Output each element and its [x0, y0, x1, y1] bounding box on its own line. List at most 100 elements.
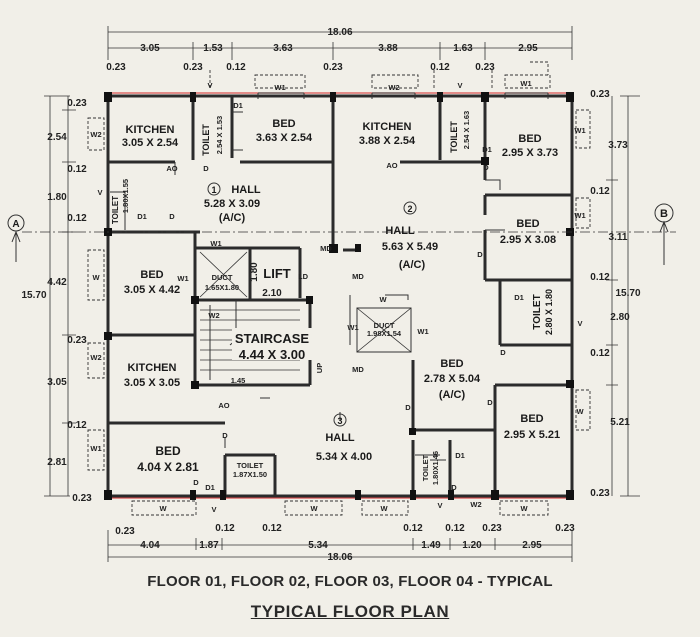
plan-title: TYPICAL FLOOR PLAN: [250, 602, 450, 621]
left-dim: 0.12: [67, 164, 87, 175]
door-mark: D: [169, 212, 175, 221]
hall-number: 1: [211, 185, 216, 195]
bottom-wall: 0.12: [262, 523, 282, 534]
window-mark: W2: [470, 500, 481, 509]
door-mark: D: [500, 348, 506, 357]
room-size: 1.98X1.54: [367, 329, 402, 338]
door-mark: D: [222, 431, 228, 440]
left-dim: 0.23: [72, 493, 92, 504]
left-dim: 2.54: [47, 132, 67, 143]
window-mark: W2: [90, 353, 101, 362]
top-dim: 3.88: [378, 43, 398, 54]
room-size: 3.63 X 2.54: [256, 132, 313, 144]
ao-mark: AO: [166, 164, 177, 173]
room-note: (A/C): [219, 212, 246, 224]
window-mark: W1: [417, 327, 428, 336]
right-dim: 0.23: [590, 89, 610, 100]
bottom-dim: 1.87: [199, 540, 219, 551]
md-mark: MD: [320, 244, 332, 253]
window-mark: W1: [177, 274, 188, 283]
right-dim: 5.21: [610, 417, 630, 428]
bottom-dim: 1.20: [462, 540, 482, 551]
window-mark: W2: [90, 130, 101, 139]
room-name: BED: [516, 218, 539, 230]
left-dim: 0.23: [67, 98, 87, 109]
top-dim: 1.63: [453, 43, 473, 54]
room-name: DUCT: [374, 321, 395, 330]
room-size: 5.28 X 3.09: [204, 198, 260, 210]
window-mark: W: [380, 504, 388, 513]
window-mark: W1: [90, 444, 101, 453]
room-size: 1.87X1.50: [233, 470, 267, 479]
window-mark: W1: [210, 239, 221, 248]
ao-mark: AO: [386, 161, 397, 170]
window-mark: W1: [574, 211, 585, 220]
bottom-wall: 0.12: [215, 523, 235, 534]
room-size: 2.10: [262, 288, 282, 299]
room-name: BED: [155, 444, 181, 458]
room-name: HALL: [385, 225, 415, 237]
bottom-dim: 1.49: [421, 540, 441, 551]
vent-mark: V: [457, 81, 462, 90]
room-name: HALL: [325, 432, 355, 444]
top-wall: 0.12: [226, 62, 246, 73]
room-name: TOILET: [421, 454, 430, 481]
door-mark: D1: [205, 483, 215, 492]
ld-mark: LD: [298, 272, 309, 281]
window-mark: W1: [347, 323, 358, 332]
right-dim: 3.11: [609, 232, 628, 243]
room-size: 4.04 X 2.81: [137, 460, 199, 474]
vent-mark: V: [97, 188, 102, 197]
room-name: HALL: [231, 184, 261, 196]
hall-number: 3: [337, 416, 342, 426]
window-mark: W: [379, 295, 387, 304]
door-mark: D1: [455, 451, 465, 460]
door-mark: D1: [233, 101, 243, 110]
room-name: STAIRCASE: [235, 331, 309, 346]
room-name: KITCHEN: [363, 121, 412, 133]
window-mark: W: [159, 504, 167, 513]
overall-depth-right: 15.70: [615, 288, 640, 299]
top-wall: 0.23: [183, 62, 203, 73]
right-dim: 2.80: [610, 312, 630, 323]
room-name: BED: [440, 358, 463, 370]
door-mark: D1: [514, 293, 524, 302]
opening-marks: W1 W2 W1 V V W2 W1 W1 W W2 W1 W W W W W …: [90, 79, 585, 514]
top-wall: 0.12: [430, 62, 450, 73]
room-size: 1.65X1.80: [205, 283, 239, 292]
bottom-dim: 2.95: [522, 540, 542, 551]
room-size: 2.95 X 3.08: [500, 234, 556, 246]
section-marker-a: A: [12, 219, 19, 230]
bottom-dim: 4.04: [140, 540, 160, 551]
window-mark: W: [576, 407, 584, 416]
window-mark: W2: [388, 83, 399, 92]
overall-width-bottom: 18.06: [327, 552, 352, 563]
bottom-wall: 0.23: [482, 523, 502, 534]
room-name: TOILET: [111, 196, 120, 224]
door-mark: D1: [482, 145, 492, 154]
room-name: TOILET: [201, 124, 211, 156]
window-mark: W: [520, 504, 528, 513]
door-mark: D: [477, 250, 483, 259]
right-dim: 0.12: [590, 272, 610, 283]
window-mark: W: [92, 273, 100, 282]
window-mark: W1: [574, 126, 585, 135]
top-wall: 0.23: [475, 62, 495, 73]
room-size: 3.05 X 3.05: [124, 377, 180, 389]
door-mark: D: [451, 483, 457, 492]
room-size: 2.95 X 5.21: [504, 429, 560, 441]
vent-mark: V: [211, 505, 216, 514]
room-name: BED: [140, 269, 163, 281]
right-dim: 3.73: [608, 140, 628, 151]
room-name: TOILET: [532, 294, 543, 329]
room-name: KITCHEN: [126, 124, 175, 136]
room-size: 5.34 X 4.00: [316, 451, 372, 463]
room-name: BED: [520, 413, 543, 425]
window-openings: [87, 61, 591, 516]
md-mark: MD: [352, 272, 364, 281]
top-dim: 3.63: [273, 43, 293, 54]
lift-side: 1.80: [249, 262, 260, 282]
small-dim: 1.45: [231, 376, 246, 385]
vent-mark: V: [577, 319, 582, 328]
bottom-wall: 0.12: [403, 523, 423, 534]
